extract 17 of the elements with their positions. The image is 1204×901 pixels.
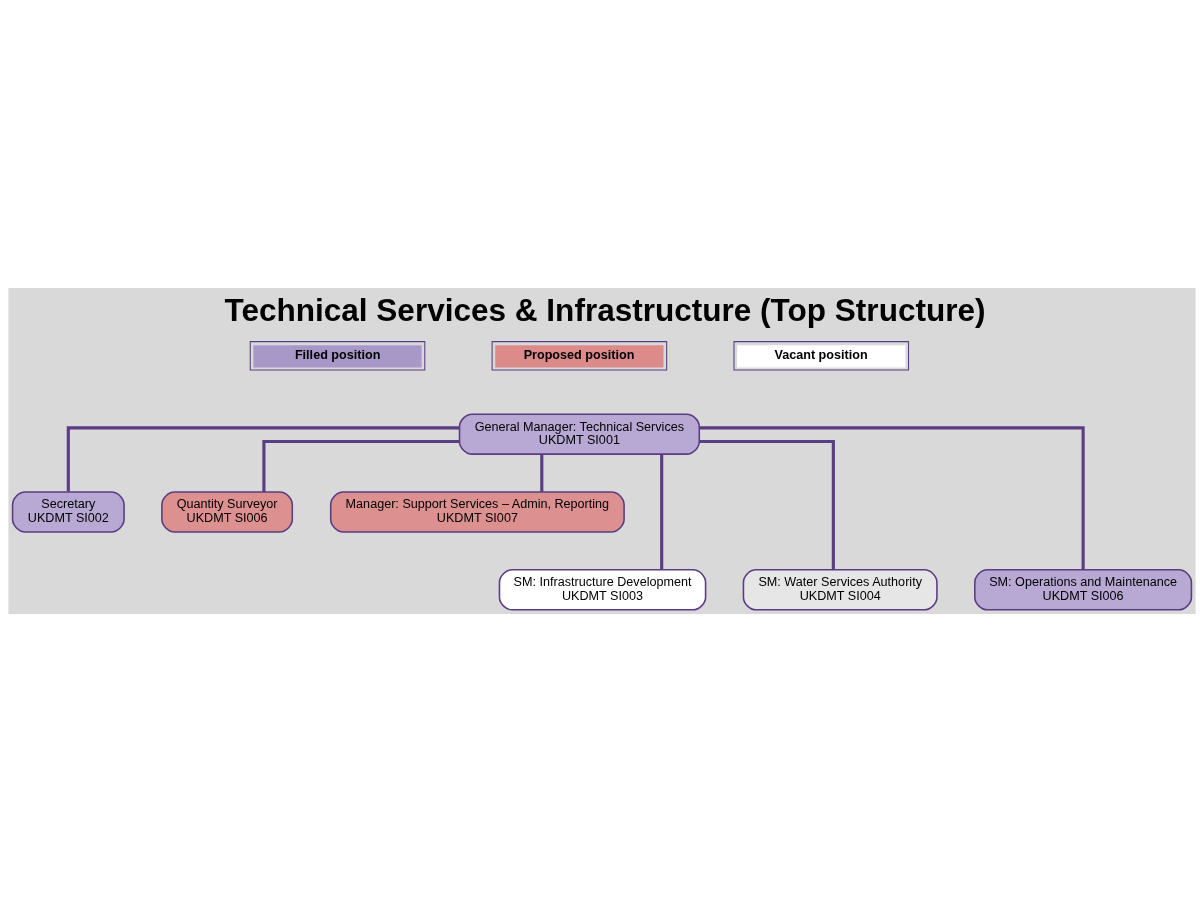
node-box: General Manager: Technical Services UKDMT SI001 [458, 412, 701, 455]
legend-label: Vacant position [774, 347, 868, 362]
connector [699, 439, 835, 570]
connector [66, 425, 460, 492]
connector [699, 425, 1085, 570]
legend-label: Proposed position [523, 347, 635, 362]
node-box: Manager: Support Services – Admin, Reporting UKDMT SI007 [329, 490, 625, 533]
node-box: Secretary UKDMT SI002 [11, 490, 125, 533]
connector [262, 439, 460, 492]
node-box: SM: Operations and Maintenance UKDMT SI006 [974, 568, 1193, 611]
connector [540, 453, 544, 492]
node-box: Quantity Surveyor UKDMT SI006 [161, 490, 294, 533]
diagram-title: Technical Services & Infrastructure (Top Structure) [224, 291, 986, 328]
connector [660, 453, 664, 569]
node-box: SM: Infrastructure Development UKDMT SI003 [498, 568, 707, 611]
legend-label: Filled position [294, 347, 381, 362]
node-box: SM: Water Services Authority UKDMT SI004 [742, 568, 938, 611]
